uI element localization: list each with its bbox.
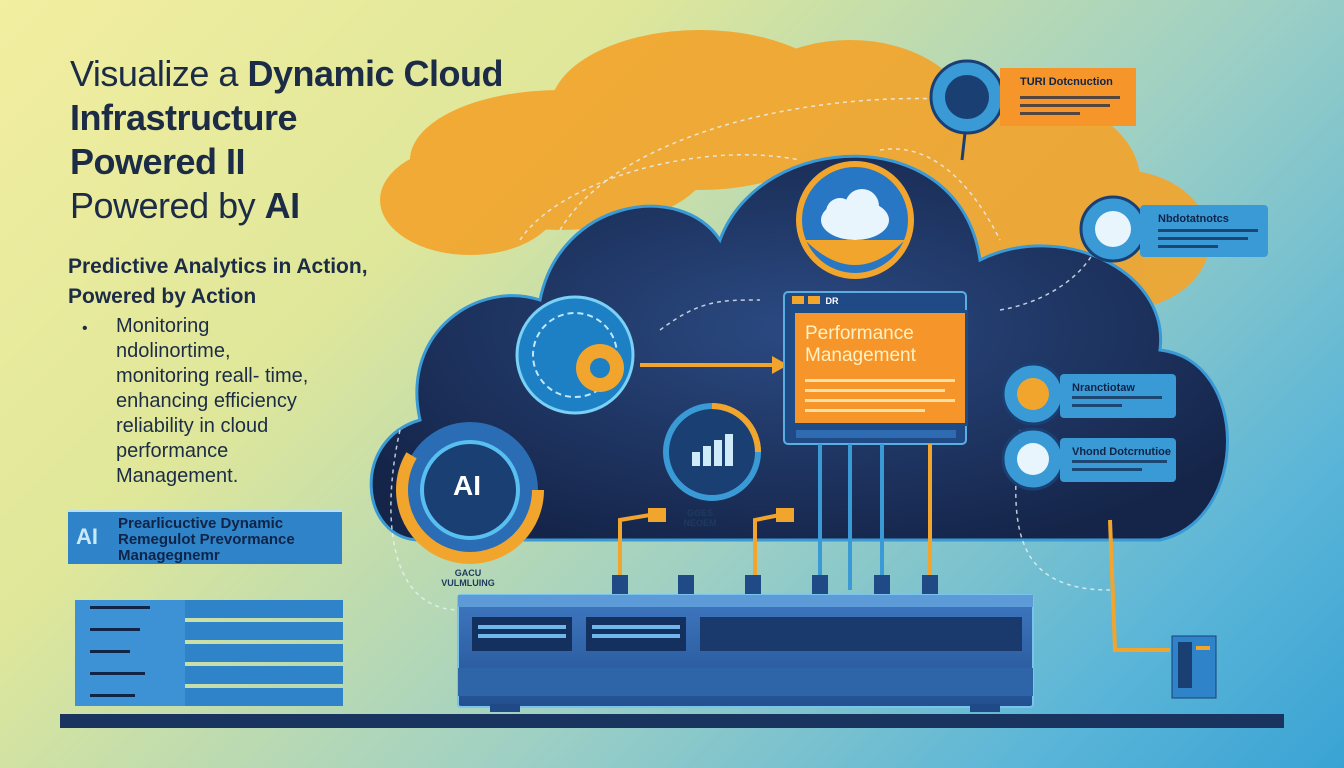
title-line2: Infrastructure	[70, 97, 298, 138]
callout-4-title: Vhond Dotcrnutioe	[1072, 446, 1171, 458]
ground-line	[60, 714, 1284, 728]
callout-icon-2	[1079, 195, 1147, 263]
perf-title-line2: Management	[805, 345, 916, 366]
performance-panel-title: Performance Management	[805, 323, 960, 367]
bullet-line: performance	[116, 440, 229, 462]
device-box	[1171, 635, 1217, 699]
bullet-line: Monitoring	[116, 315, 210, 337]
title-line1-bold: Dynamic Cloud	[247, 53, 503, 94]
callout-3-title: Nranctiotaw	[1072, 382, 1135, 394]
callout-line	[1158, 245, 1218, 248]
callout-line	[1158, 229, 1258, 232]
callout-line	[1020, 112, 1080, 115]
bullet-line: Management.	[116, 465, 239, 487]
bullet-marker: •	[82, 320, 88, 337]
ai-caption-line1: GACU	[454, 568, 482, 578]
bullet-line: reliability in cloud	[116, 415, 269, 437]
callout-line	[1072, 396, 1162, 399]
panel-text-line	[805, 379, 955, 382]
bullet-text: Monitoring ndolinortime, monitoring real…	[116, 314, 376, 489]
callout-1-title: TURI Dotcnuction	[1020, 76, 1113, 88]
callout-4: Vhond Dotcrnutioe	[1060, 438, 1176, 482]
left-stacked-bars	[75, 600, 343, 706]
callout-line	[1072, 460, 1167, 463]
chart-caption-line2: NEOEM	[683, 518, 717, 528]
bullet-line: ndolinortime,	[116, 340, 231, 362]
subheading: Predictive Analytics in Action, Powered …	[68, 252, 448, 312]
network-cables	[618, 444, 1170, 652]
bullet-line: monitoring reall- time,	[116, 365, 309, 387]
ai-circle-icon	[396, 416, 544, 564]
callout-2-title: Nbdotatnotcs	[1158, 213, 1229, 225]
callout-line	[1072, 404, 1122, 407]
title-line4-bold: AI	[264, 185, 301, 226]
callout-1: TURI Dotcnuction	[1000, 68, 1136, 126]
subhead-line1: Predictive Analytics in Action,	[68, 255, 368, 278]
page-title: Visualize a Dynamic Cloud Infrastructure…	[70, 52, 590, 228]
subhead-line2: Powered by Action	[68, 285, 257, 308]
title-line4-light: Powered by	[70, 185, 265, 226]
ai-banner-line3: Managegnemr	[118, 547, 220, 564]
callout-line	[1020, 104, 1110, 107]
chart-caption: GGES NEOEM	[680, 508, 720, 528]
title-line3: Powered II	[70, 141, 246, 182]
analytics-gear-icon	[515, 295, 788, 415]
callout-icon-3	[1001, 362, 1065, 426]
ai-banner-line1: Prearlicuctive Dynamic	[118, 515, 284, 532]
panel-text-line	[805, 409, 925, 412]
ai-caption-line2: VULMLUING	[441, 578, 495, 588]
server-rack	[457, 594, 1034, 712]
ai-banner: AI Prearlicuctive Dynamic Remegulot Prev…	[68, 510, 342, 564]
cloud-orb-icon	[796, 161, 914, 279]
ai-banner-line2: Remegulot Prevormance	[118, 531, 295, 548]
ai-banner-label: AI	[76, 524, 98, 549]
callout-2: Nbdotatnotcs	[1140, 205, 1268, 257]
callout-line	[1020, 96, 1120, 99]
bar-chart-orb-icon	[663, 403, 761, 501]
monitor-header-tag: DR	[825, 296, 839, 306]
callout-line	[1158, 237, 1248, 240]
callout-icon-4	[1001, 427, 1065, 491]
ai-banner-text: Prearlicuctive Dynamic Remegulot Prevorm…	[118, 516, 295, 564]
ai-circle-caption: GACU VULMLUING	[428, 568, 508, 588]
performance-management-panel: Performance Management	[792, 310, 968, 426]
callout-line	[1072, 468, 1142, 471]
bullet-line: enhancing efficiency	[116, 390, 297, 412]
ai-circle-label: AI	[453, 470, 481, 501]
title-line1-light: Visualize a	[70, 53, 248, 94]
perf-title-line1: Performance	[805, 323, 914, 344]
callout-3: Nranctiotaw	[1060, 374, 1176, 418]
chart-caption-line1: GGES	[686, 508, 713, 518]
panel-text-line	[805, 399, 955, 402]
panel-text-line	[805, 389, 945, 392]
cable-plugs	[612, 575, 938, 595]
